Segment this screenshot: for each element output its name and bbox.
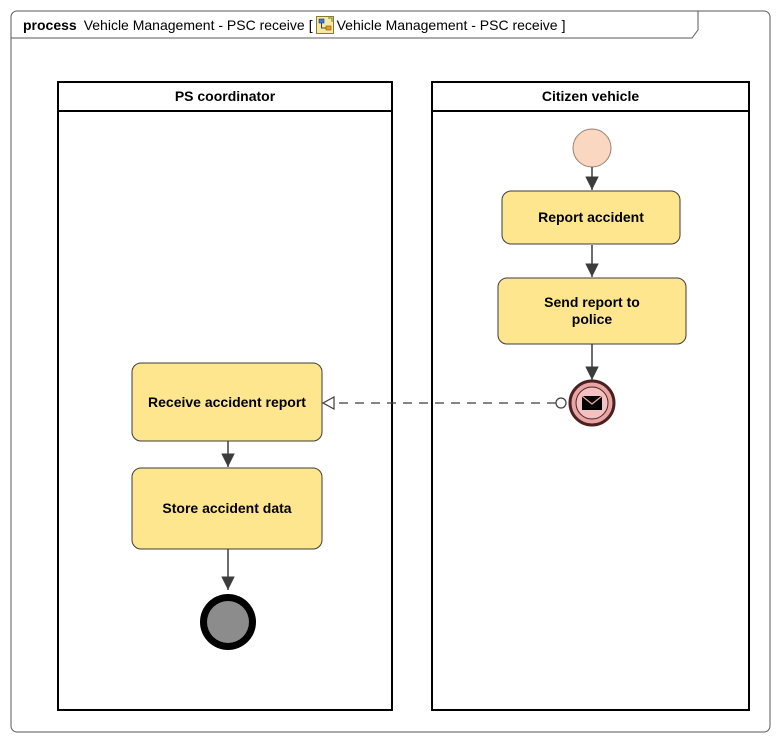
- frame-reference-name: Vehicle Management - PSC receive: [336, 17, 558, 33]
- frame-label-tab: [11, 11, 699, 39]
- message-flow-arrowhead: [321, 395, 335, 411]
- lane-title-citizen-vehicle: Citizen vehicle: [541, 88, 640, 104]
- frame-bracket-open: [: [308, 17, 313, 33]
- end-event[interactable]: [200, 594, 256, 650]
- message-end-event[interactable]: [568, 379, 616, 427]
- lane-title-ps-coordinator: PS coordinator: [174, 88, 276, 104]
- task-store-data-shape: [131, 467, 323, 550]
- frame-header: process Vehicle Management - PSC receive…: [14, 12, 565, 38]
- envelope-icon: [581, 395, 603, 410]
- frame-keyword: process: [23, 17, 77, 33]
- task-send-report-shape: [497, 277, 687, 345]
- diagram-reference-icon[interactable]: [315, 16, 334, 34]
- task-receive-report-shape: [131, 362, 323, 442]
- task-report-accident[interactable]: Report accident: [538, 209, 644, 225]
- frame-name: Vehicle Management - PSC receive: [83, 17, 305, 33]
- task-send-report[interactable]: Send report to police: [544, 294, 640, 327]
- task-receive-report[interactable]: Receive accident report: [148, 393, 306, 410]
- frame-bracket-close: ]: [561, 17, 566, 33]
- start-event[interactable]: [572, 128, 612, 168]
- message-flow-source-circle: [555, 397, 567, 409]
- task-store-data[interactable]: Store accident data: [162, 500, 292, 516]
- task-report-accident-shape: [501, 190, 681, 245]
